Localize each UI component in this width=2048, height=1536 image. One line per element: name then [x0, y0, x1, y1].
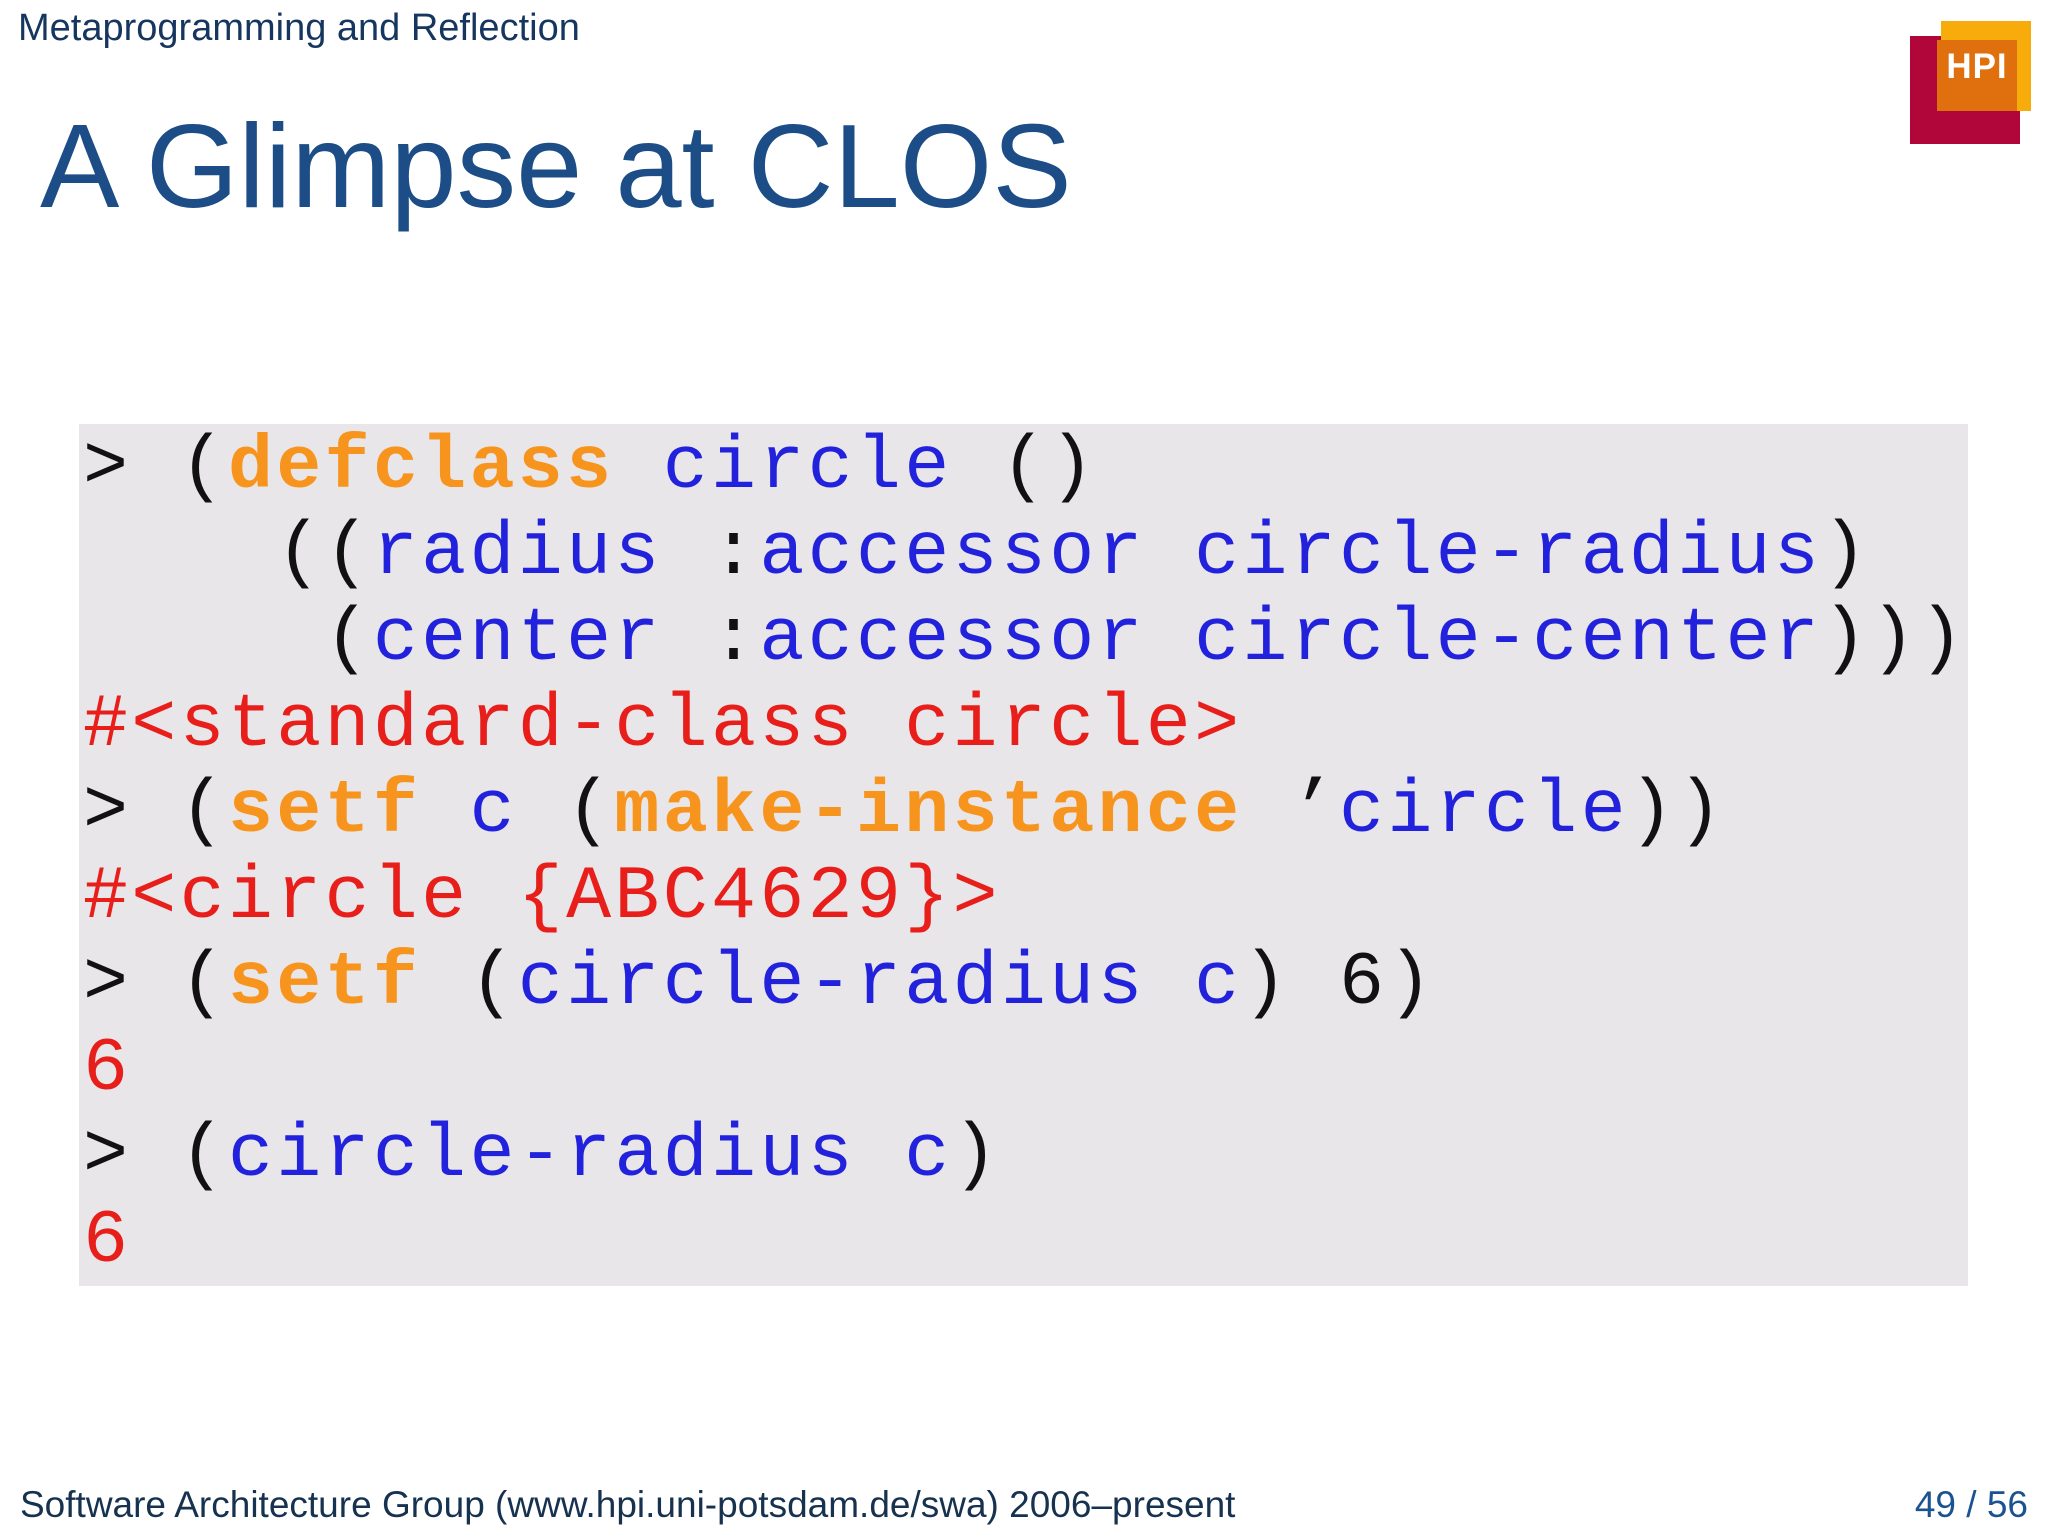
code-token-plain — [1146, 941, 1194, 1026]
code-line: #<circle {ABC4629}> — [83, 855, 1968, 941]
code-token-plain — [1146, 597, 1194, 682]
code-token-plain: : — [662, 511, 760, 596]
footer: Software Architecture Group (www.hpi.uni… — [20, 1484, 2028, 1526]
hpi-logo-orange-square: HPI — [1937, 40, 2017, 111]
code-token-identifier: circle-radius — [1194, 511, 1823, 596]
code-token-plain — [614, 425, 662, 510]
code-token-keyword: defclass — [227, 425, 615, 510]
code-token-identifier: circle — [1339, 769, 1629, 854]
code-token-plain: (( — [83, 511, 373, 596]
code-token-plain: > ( — [83, 425, 228, 510]
code-token-keyword: setf — [227, 941, 422, 1026]
code-block: > (defclass circle () ((radius :accessor… — [79, 424, 1968, 1286]
code-line: > (circle-radius c) — [83, 1113, 1968, 1199]
code-token-plain: > ( — [83, 941, 228, 1026]
code-token-plain: ) — [1822, 511, 1871, 596]
code-token-output: 6 — [83, 1199, 132, 1284]
code-line: 6 — [83, 1027, 1968, 1113]
header-course-title: Metaprogramming and Reflection — [18, 7, 580, 49]
code-token-plain: : — [662, 597, 760, 682]
code-token-identifier: center — [372, 597, 663, 682]
code-token-plain — [421, 769, 469, 854]
code-token-identifier: accessor — [759, 597, 1146, 682]
code-token-identifier: c — [1194, 941, 1243, 1026]
code-token-identifier: accessor — [759, 511, 1146, 596]
code-token-keyword: make-instance — [614, 769, 1243, 854]
code-token-plain: > ( — [83, 769, 228, 854]
hpi-logo-text: HPI — [1946, 47, 2008, 86]
code-line: #<standard-class circle> — [83, 683, 1968, 769]
code-token-plain: ( — [517, 769, 615, 854]
code-token-keyword: setf — [227, 769, 422, 854]
page-number: 49 / 56 — [1914, 1484, 2028, 1525]
code-token-plain: ) — [952, 1113, 1001, 1198]
code-token-identifier: circle-radius — [517, 941, 1146, 1026]
code-token-plain: )) — [1628, 769, 1726, 854]
code-token-output: 6 — [83, 1027, 132, 1112]
code-token-identifier: c — [469, 769, 518, 854]
code-token-output: #<standard-class circle> — [83, 683, 1243, 768]
code-token-plain: () — [952, 425, 1098, 510]
footer-attribution: Software Architecture Group (www.hpi.uni… — [20, 1484, 1236, 1525]
code-token-identifier: circle-radius — [227, 1113, 856, 1198]
code-token-plain: ( — [421, 941, 518, 1026]
code-line: > (setf (circle-radius c) 6) — [83, 941, 1968, 1027]
code-token-plain — [856, 1113, 904, 1198]
slide-title: A Glimpse at CLOS — [40, 100, 1072, 233]
code-token-identifier: c — [904, 1113, 953, 1198]
code-token-identifier: circle-center — [1194, 597, 1823, 682]
code-token-plain: ( — [83, 597, 373, 682]
code-token-plain: ))) — [1822, 597, 1968, 682]
code-line: ((radius :accessor circle-radius) — [83, 511, 1968, 597]
code-line: > (setf c (make-instance ’circle)) — [83, 769, 1968, 855]
hpi-logo: HPI — [1903, 15, 2035, 147]
code-token-identifier: radius — [372, 511, 663, 596]
code-line: 6 — [83, 1199, 1968, 1285]
code-token-output: #<circle {ABC4629}> — [83, 855, 1001, 940]
code-token-plain: ’ — [1242, 769, 1340, 854]
code-token-identifier: circle — [662, 425, 953, 510]
code-token-plain: ) 6) — [1242, 941, 1436, 1026]
code-line: (center :accessor circle-center))) — [83, 597, 1968, 683]
code-token-plain — [1146, 511, 1194, 596]
code-line: > (defclass circle () — [83, 425, 1968, 511]
code-token-plain: > ( — [83, 1113, 228, 1198]
